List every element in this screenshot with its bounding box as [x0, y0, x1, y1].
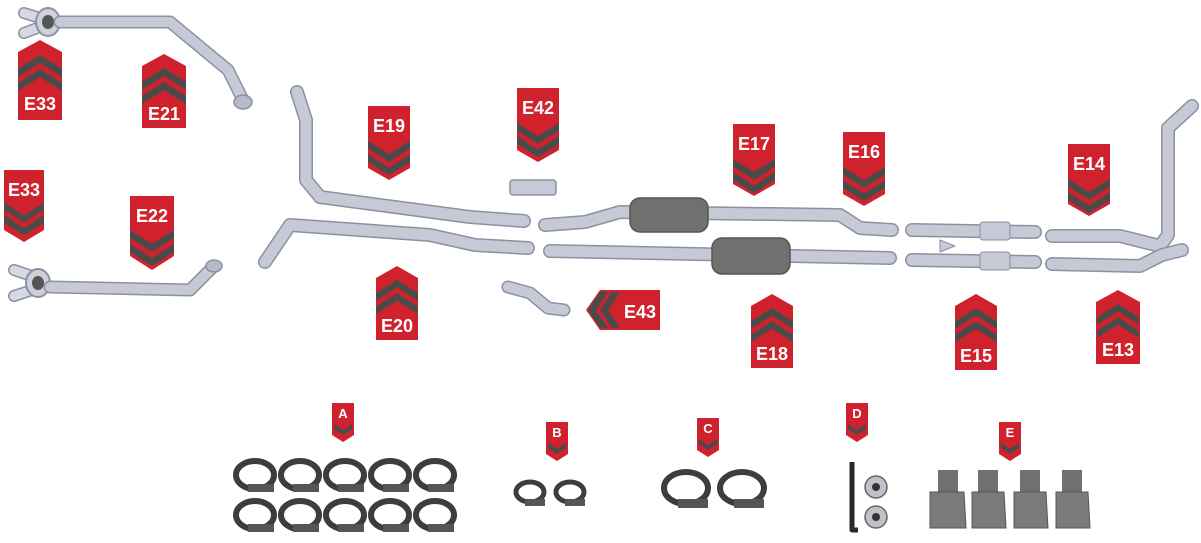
kit-c-clamps	[661, 469, 767, 508]
tag-e18[interactable]: E18	[751, 294, 793, 368]
tag-e43[interactable]: E43	[586, 290, 660, 330]
tag-e14-label: E14	[1073, 154, 1105, 174]
tag-e22-label: E22	[136, 206, 168, 226]
tag-e13[interactable]: E13	[1096, 290, 1140, 364]
clamp	[413, 498, 457, 532]
kit-b-clamps	[513, 479, 587, 506]
kit-a-clamps	[233, 458, 457, 532]
e17-pipe	[538, 197, 899, 237]
exhaust-tip	[971, 470, 1007, 529]
clamp	[661, 469, 711, 508]
e33-top-pipe	[18, 7, 61, 39]
tag-e13-label: E13	[1102, 340, 1134, 360]
tag-e19-label: E19	[373, 116, 405, 136]
tag-e42-label: E42	[522, 98, 554, 118]
tag-e15[interactable]: E15	[955, 294, 997, 370]
tag-kit-e[interactable]: E	[999, 422, 1021, 461]
tag-e17-label: E17	[738, 134, 770, 154]
e20-pipe	[258, 218, 535, 269]
clamp	[278, 458, 322, 492]
e42-sleeve	[509, 179, 557, 196]
clamp	[513, 479, 547, 506]
exhaust-tip	[1013, 470, 1049, 529]
clamp	[323, 458, 367, 492]
clamp	[368, 458, 412, 492]
pipes	[8, 7, 1199, 317]
exhaust-tip	[929, 470, 967, 529]
clamp	[323, 498, 367, 532]
tag-kit-e-label: E	[1006, 425, 1015, 440]
e43-bend	[501, 280, 571, 317]
tag-kit-a-label: A	[338, 406, 348, 421]
e18-pipe	[543, 237, 897, 275]
clamp	[278, 498, 322, 532]
tag-kit-c-label: C	[703, 421, 713, 436]
tag-e20-label: E20	[381, 316, 413, 336]
tag-kit-d[interactable]: D	[846, 403, 868, 442]
plug	[864, 475, 888, 499]
e21-pipe	[53, 15, 253, 110]
tag-e20[interactable]: E20	[376, 266, 418, 340]
tag-kit-b-label: B	[552, 425, 561, 440]
clamp	[413, 458, 457, 492]
tag-e33-top-label: E33	[24, 94, 56, 114]
tag-e22[interactable]: E22	[130, 196, 174, 270]
e19-pipe	[290, 85, 531, 228]
tag-e18-label: E18	[756, 344, 788, 364]
tag-e19[interactable]: E19	[368, 106, 410, 180]
tag-kit-b[interactable]: B	[546, 422, 568, 461]
kit-e-tips	[929, 470, 1091, 529]
tag-e17[interactable]: E17	[733, 124, 775, 196]
tag-e21-label: E21	[148, 104, 180, 124]
tag-e21[interactable]: E21	[142, 54, 186, 128]
clamp	[368, 498, 412, 532]
e33-bottom-pipe	[8, 264, 51, 302]
e15-e16-pipe	[905, 221, 1042, 271]
plug	[864, 505, 888, 529]
tag-e43-label: E43	[624, 302, 656, 322]
tag-e33-bottom[interactable]: E33	[4, 170, 44, 242]
tag-kit-d-label: D	[852, 406, 861, 421]
clamp	[553, 479, 587, 506]
tag-e15-label: E15	[960, 346, 992, 366]
tag-e42[interactable]: E42	[517, 88, 559, 162]
clamp	[717, 469, 767, 508]
tag-e33-top[interactable]: E33	[18, 40, 62, 120]
tag-e16-label: E16	[848, 142, 880, 162]
exhaust-tip	[1055, 470, 1091, 529]
clamp	[233, 498, 277, 532]
tag-e33-bottom-label: E33	[8, 180, 40, 200]
tag-e16[interactable]: E16	[843, 132, 885, 206]
tag-kit-c[interactable]: C	[697, 418, 719, 457]
kit-d-hardware	[849, 462, 888, 533]
e13-e14-pipe	[1045, 99, 1199, 273]
tag-e14[interactable]: E14	[1068, 144, 1110, 216]
clamp	[233, 458, 277, 492]
e22-pipe	[43, 259, 223, 297]
tag-kit-a[interactable]: A	[332, 403, 354, 442]
